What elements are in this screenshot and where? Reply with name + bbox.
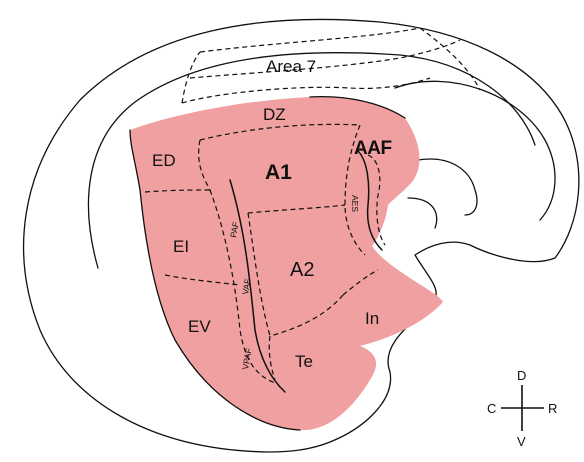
area7-border bbox=[200, 28, 420, 52]
gyrus-contour bbox=[408, 198, 437, 228]
a1-label: A1 bbox=[265, 161, 292, 184]
ed-label: ED bbox=[152, 151, 176, 170]
compass-caudal: C bbox=[487, 401, 496, 416]
in-label: In bbox=[365, 309, 379, 328]
area7-border bbox=[420, 28, 480, 90]
gyrus-contour bbox=[418, 159, 477, 215]
auditory-cortex-region bbox=[130, 97, 443, 430]
compass-rostral: R bbox=[548, 401, 557, 416]
ev-label: EV bbox=[188, 317, 211, 336]
area7-label: Area 7 bbox=[266, 57, 316, 76]
aes-label: AES bbox=[350, 195, 360, 212]
ei-label: EI bbox=[173, 237, 189, 256]
area7-border bbox=[190, 40, 460, 78]
aaf-label: AAF bbox=[354, 138, 392, 159]
a2-label: A2 bbox=[290, 259, 314, 281]
orientation-compass: D V C R bbox=[487, 368, 557, 449]
dz-label: DZ bbox=[263, 105, 286, 124]
compass-dorsal: D bbox=[517, 368, 526, 383]
te-label: Te bbox=[295, 352, 313, 371]
compass-ventral: V bbox=[517, 434, 526, 449]
